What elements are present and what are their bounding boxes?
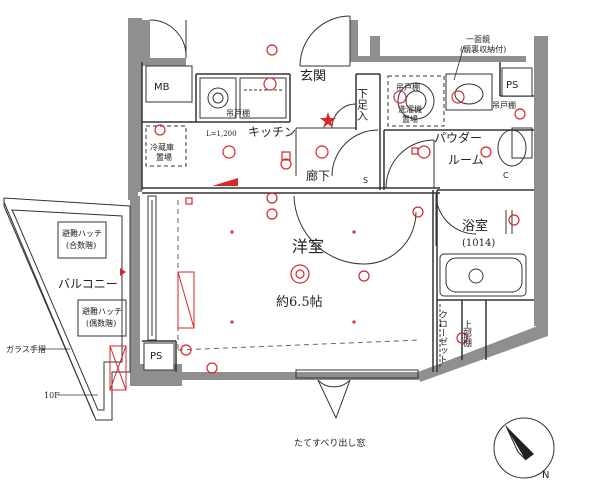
label-kitchen: キッチン [248,125,296,139]
label-kitchen-length: L=1,200 [206,130,237,138]
fixture-labels: MB PS PS S C 吊戸棚 吊戸棚 吊戸棚 冷蔵庫 置場 洗濯機 置場 一… [6,34,549,481]
bottom-window [295,369,419,420]
label-shoe-box: 下足入 [356,88,369,121]
label-window-caption: たてすべり出し窓 [294,437,365,449]
label-fridge-1: 冷蔵庫 [150,142,174,152]
ps-shaft-top [501,67,533,97]
label-compass-n: N [542,470,549,481]
label-bathroom-size: (1014) [462,238,495,249]
label-washer-1: 洗濯機 [398,104,422,114]
balcony-window [147,195,157,341]
powder-room-door [385,139,435,189]
label-hatch-down-2: (偶数階) [86,318,116,328]
bathroom-door [435,193,477,246]
mb-door [149,19,187,58]
label-western-room-size: 約6.5帖 [276,295,323,310]
label-washer-2: 置場 [402,114,418,124]
compass-icon [493,417,555,479]
bathroom-fixture [505,210,513,234]
label-mirror-2: (鏡裏収納付) [460,44,506,54]
front-door [299,15,351,67]
label-entrance: 玄関 [300,69,326,84]
ps-shaft-bottom [143,342,175,371]
exterior-walls [128,18,548,386]
entrance-area [295,127,356,176]
light-star [320,112,336,128]
label-hanging-shelf-wash: 吊戸棚 [396,82,420,92]
fridge-space [145,125,187,167]
label-hatch-up-1: 避難ハッチ [62,228,102,238]
leader-lines [40,45,465,396]
label-s-mark: S [363,176,368,185]
label-mirror-1: 一面鏡 [466,34,490,44]
label-glass-railing: ガラス手摺 [6,344,46,354]
label-floor-10f: 10F [44,391,60,400]
vanity [445,73,493,111]
label-hallway: 廊下 [306,168,330,183]
western-room-door [293,195,417,265]
room-dashed-lines [177,200,421,351]
electrical-symbols [154,44,526,374]
label-balcony: バルコニー [58,277,118,291]
label-upper-shelf: 上部棚 [461,320,472,348]
label-powder-room-1: パウダー [434,130,482,145]
label-western-room: 洋室 [292,237,324,256]
kitchen-counter [199,77,287,119]
washer-space [387,75,445,127]
label-hanging-shelf-kitchen: 吊戸棚 [226,108,250,118]
room-storage-mark [177,271,195,329]
label-fridge-2: 置場 [156,152,172,162]
label-hanging-shelf-powder: 吊戸棚 [492,100,516,110]
balcony [3,197,131,421]
label-c-mark: C [503,171,509,180]
label-ps-top: PS [506,80,518,91]
interphone-mark [120,268,126,276]
label-hatch-down-1: 避難ハッチ [82,306,122,316]
range-hood-mark [212,178,238,186]
toilet [497,127,533,167]
label-closet: クローゼット [437,310,448,364]
label-hatch-up-2: (合数階) [66,240,96,250]
label-powder-room-2: ルーム [448,153,484,167]
mb-shaft [145,65,193,103]
balcony-aircon-unit [109,345,127,391]
bathtub [439,253,527,297]
interior-walls [141,62,534,372]
room-labels: 洋室 約6.5帖 キッチン L=1,200 玄関 廊下 下足入 パウダー ルーム… [58,69,495,364]
shoe-box-door [331,103,379,177]
label-bathroom: 浴室 [462,218,488,234]
balcony-hatches [57,221,127,337]
label-ps-bottom: PS [150,351,162,362]
label-mb: MB [154,82,170,93]
